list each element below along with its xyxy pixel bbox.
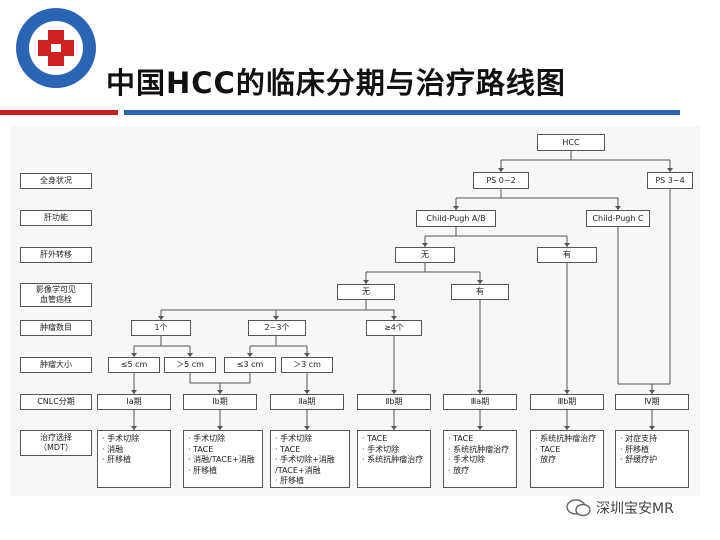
- stage-iiia: Ⅲa期: [443, 394, 517, 410]
- treatment-item: · 肝移植: [188, 465, 218, 475]
- node-size-le-3: ≤3 cm: [224, 357, 276, 373]
- treatment-item: · 手术切除: [188, 434, 226, 443]
- row-label-general-status: 全身状况: [20, 173, 92, 189]
- row-label-vascular-invasion: 影像学可见 血管癌栓: [20, 283, 92, 307]
- node-tumor-count-1: 1个: [131, 320, 191, 336]
- treatment-item: · 放疗: [448, 465, 470, 475]
- node-extrahepatic-no: 无: [395, 247, 455, 263]
- title-underline-blue: [124, 110, 680, 115]
- row-label-cnlc-stage: CNLC分期: [20, 394, 92, 410]
- treatment-item: · 舒缓疗护: [620, 455, 658, 464]
- node-child-pugh-c: Child-Pugh C: [586, 210, 650, 227]
- treatment-item: · 手术切除: [102, 434, 140, 443]
- node-hcc: HCC: [537, 134, 605, 151]
- node-child-pugh-ab: Child-Pugh A/B: [416, 210, 496, 227]
- node-size-gt-5: ＞5 cm: [164, 357, 216, 373]
- treatment-item: · 手术切除+消融: [275, 455, 335, 464]
- treatment-item: · TACE: [535, 444, 561, 454]
- treatment-item: · 对症支持: [620, 434, 658, 443]
- row-label-treatment: 治疗选择 （MDT）: [20, 430, 92, 456]
- treatment-item: · TACE: [362, 434, 388, 443]
- node-size-gt-3: ＞3 cm: [281, 357, 333, 373]
- node-tumor-count-4-plus: ≥4个: [366, 320, 422, 336]
- stage-iib: Ⅱb期: [357, 394, 431, 410]
- node-size-le-5: ≤5 cm: [108, 357, 160, 373]
- row-label-vascular-line1: 影像学可见: [36, 285, 76, 294]
- treatment-item: · 系统抗肿瘤治疗: [448, 444, 510, 454]
- treatment-item: · TACE: [188, 444, 214, 454]
- treatment-box-iiib: · 系统抗肿瘤治疗 · TACE · 放疗: [530, 430, 604, 488]
- page-title: 中国HCC的临床分期与治疗路线图: [106, 66, 566, 100]
- treatment-item: · TACE: [448, 434, 474, 443]
- watermark-text: 深圳宝安MR: [596, 501, 674, 517]
- stage-ib: Ⅰb期: [183, 394, 257, 410]
- treatment-item: · 消融: [102, 444, 124, 454]
- treatment-item: · 肝移植: [275, 476, 305, 485]
- title-underline-red: [0, 110, 118, 115]
- treatment-item: · 手术切除: [275, 434, 313, 443]
- treatment-box-iib: · TACE · 手术切除 · 系统抗肿瘤治疗: [357, 430, 431, 488]
- stage-iia: Ⅱa期: [270, 394, 344, 410]
- node-ps-0-2: PS 0~2: [473, 172, 529, 189]
- row-label-extrahepatic: 肝外转移: [20, 247, 92, 263]
- treatment-item: /TACE+消融: [275, 465, 321, 475]
- treatment-box-iv: · 对症支持 · 肝移植 · 舒缓疗护: [615, 430, 689, 488]
- node-vascular-yes: 有: [451, 284, 509, 300]
- node-vascular-no: 无: [337, 284, 395, 300]
- stage-iiib: Ⅲb期: [530, 394, 604, 410]
- row-label-liver-function: 肝功能: [20, 210, 92, 226]
- wechat-icon: [566, 499, 591, 517]
- treatment-item: · 系统抗肿瘤治疗: [535, 434, 597, 443]
- treatment-box-ib: · 手术切除 · TACE · 消融/TACE+消融 · 肝移植: [183, 430, 263, 488]
- row-label-vascular-line2: 血管癌栓: [40, 295, 72, 304]
- treatment-item: · 手术切除: [448, 455, 486, 464]
- treatment-item: · 放疗: [535, 455, 557, 464]
- treatment-item: · 系统抗肿瘤治疗: [362, 455, 424, 464]
- row-label-tumor-size: 肿瘤大小: [20, 357, 92, 373]
- hospital-logo: [14, 6, 98, 90]
- treatment-item: · 消融/TACE+消融: [188, 455, 255, 464]
- stage-iv: Ⅳ期: [615, 394, 689, 410]
- watermark: 深圳宝安MR: [566, 498, 674, 518]
- row-label-tumor-count: 肿瘤数目: [20, 320, 92, 336]
- treatment-item: · 肝移植: [102, 455, 132, 464]
- treatment-item: · TACE: [275, 444, 301, 454]
- node-tumor-count-2-3: 2~3个: [248, 320, 306, 336]
- treatment-item: · 肝移植: [620, 444, 650, 454]
- treatment-box-iiia: · TACE · 系统抗肿瘤治疗 · 手术切除 · 放疗: [443, 430, 517, 488]
- row-label-treatment-line1: 治疗选择: [40, 433, 72, 442]
- node-extrahepatic-yes: 有: [537, 247, 597, 263]
- node-ps-3-4: PS 3~4: [647, 172, 693, 189]
- treatment-item: · 手术切除: [362, 444, 400, 454]
- treatment-box-ia: · 手术切除 · 消融 · 肝移植: [97, 430, 171, 488]
- stage-ia: Ⅰa期: [97, 394, 171, 410]
- row-label-treatment-line2: （MDT）: [39, 443, 73, 452]
- treatment-box-iia: · 手术切除 · TACE · 手术切除+消融 /TACE+消融 · 肝移植: [270, 430, 350, 488]
